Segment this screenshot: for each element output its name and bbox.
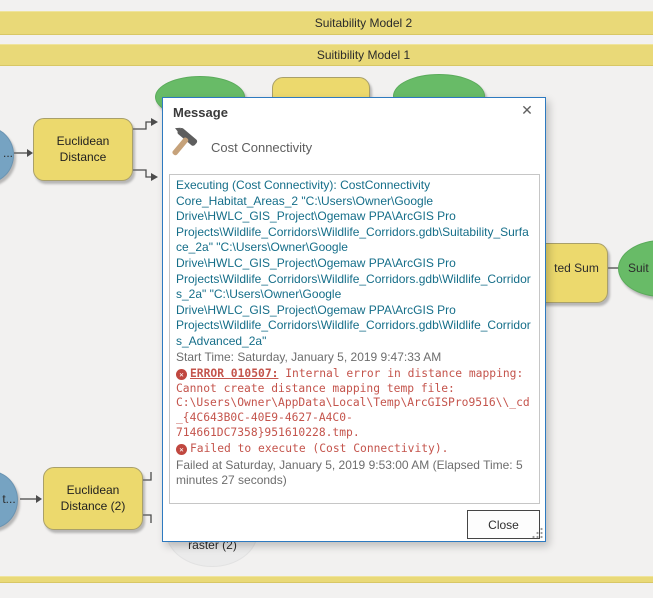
failed-at-message: Failed at Saturday, January 5, 2019 9:53…: [176, 457, 523, 488]
message-dialog: Message Cost Connectivity Executing (Cos…: [162, 97, 546, 542]
dialog-tool-name: Cost Connectivity: [211, 140, 313, 155]
group-bar-suitability-model-2[interactable]: Suitability Model 2: [0, 11, 653, 35]
resize-grip[interactable]: [532, 526, 544, 540]
start-time-message: Start Time: Saturday, January 5, 2019 9:…: [176, 349, 442, 364]
hammer-tool-icon: [172, 127, 198, 156]
input-ellipse-bottom-label: t...: [2, 492, 16, 506]
tool-euclidean-distance-2[interactable]: Euclidean Distance (2): [43, 467, 143, 530]
dialog-title: Message: [173, 105, 228, 120]
group-bar-label: Suitibility Model 1: [316, 48, 411, 62]
tool-label: Euclidean Distance: [56, 133, 110, 164]
error-icon: [176, 444, 187, 456]
tool-euclidean-distance[interactable]: Euclidean Distance: [33, 118, 133, 181]
group-bar-bottom[interactable]: [0, 576, 653, 583]
executing-message: Executing (Cost Connectivity): CostConne…: [176, 178, 531, 348]
failed-message: Failed to execute (Cost Connectivity).: [176, 442, 533, 457]
message-log[interactable]: Executing (Cost Connectivity): CostConne…: [169, 174, 540, 504]
error-icon: [176, 369, 187, 381]
tool-label: Euclidean Distance (2): [60, 482, 126, 513]
tool-weighted-sum-label: ted Sum: [554, 261, 599, 275]
error-body: Internal error in distance mapping: Cann…: [176, 367, 530, 439]
input-ellipse-top-label: ...: [2, 146, 13, 160]
failed-line: Failed to execute (Cost Connectivity).: [190, 442, 449, 456]
error-code: ERROR 010507:: [190, 367, 279, 381]
close-icon[interactable]: [518, 102, 536, 120]
group-bar-label: Suitability Model 2: [314, 16, 413, 30]
group-bar-suitibility-model-1[interactable]: Suitibility Model 1: [0, 44, 653, 66]
close-button[interactable]: Close: [467, 510, 540, 539]
output-ellipse-right-label: Suit: [628, 261, 649, 275]
error-message: ERROR 010507: Internal error in distance…: [176, 367, 533, 440]
